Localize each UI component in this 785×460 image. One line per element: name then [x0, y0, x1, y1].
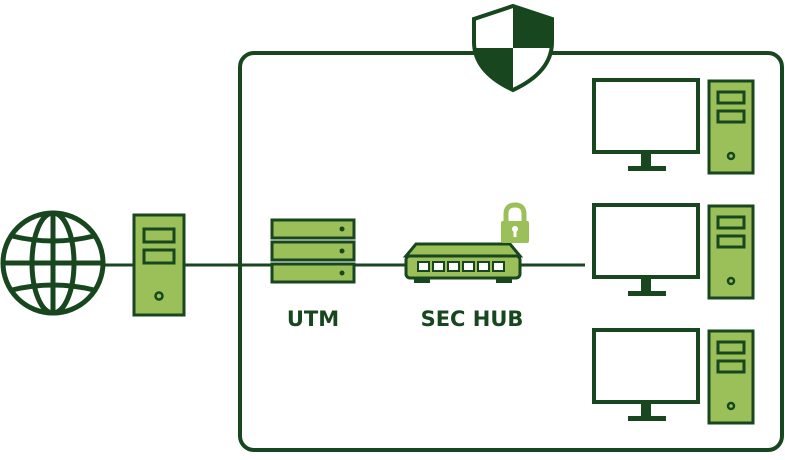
- utm-appliance-icon: [270, 218, 356, 284]
- hub-label: SEC HUB: [421, 307, 524, 331]
- hub-port: [447, 261, 460, 272]
- workstation: [592, 203, 755, 300]
- utm-label: UTM: [287, 307, 339, 331]
- hub-port: [462, 261, 475, 272]
- computer-tower-icon: [707, 204, 755, 300]
- monitor-icon: [592, 328, 700, 421]
- hub-port: [477, 261, 490, 272]
- globe-icon: [0, 210, 106, 316]
- monitor-icon: [592, 78, 700, 171]
- computer-tower-icon: [707, 329, 755, 425]
- hub-port: [417, 261, 430, 272]
- lock-icon: [501, 202, 529, 243]
- workstation: [592, 328, 755, 425]
- server-tower-icon: [132, 213, 186, 317]
- workstation: [592, 78, 755, 175]
- network-hub-icon: [402, 242, 524, 283]
- monitor-icon: [592, 203, 700, 296]
- hub-port: [492, 261, 505, 272]
- hub-port: [432, 261, 445, 272]
- computer-tower-icon: [707, 79, 755, 175]
- shield-icon: [472, 3, 554, 93]
